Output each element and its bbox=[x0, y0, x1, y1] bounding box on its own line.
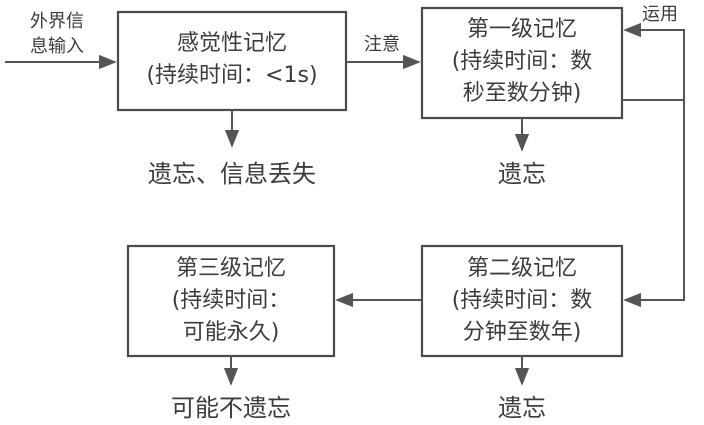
sensory-memory-title: 感觉性记忆 bbox=[177, 31, 287, 56]
third-level-memory-duration-1: (持续时间： bbox=[172, 288, 291, 313]
second-level-memory-node: 第二级记忆 (持续时间：数 分钟至数年) bbox=[420, 244, 624, 358]
third-outcome-label: 可能不遗忘 bbox=[171, 394, 291, 422]
input-label-line1: 外界信 bbox=[30, 11, 84, 32]
first-level-memory-node: 第一级记忆 (持续时间：数 秒至数分钟) bbox=[420, 6, 624, 120]
first-outcome-label: 遗忘 bbox=[498, 160, 546, 188]
rehearsal-label: 运用 bbox=[642, 4, 678, 25]
second-outcome-label: 遗忘 bbox=[498, 394, 546, 422]
third-level-memory-node: 第三级记忆 (持续时间： 可能永久) bbox=[126, 244, 336, 358]
second-level-memory-duration-1: (持续时间：数 bbox=[452, 288, 593, 313]
second-level-memory-title: 第二级记忆 bbox=[467, 256, 577, 281]
sensory-memory-duration: (持续时间：<1s) bbox=[146, 63, 317, 88]
second-level-memory-duration-2: 分钟至数年) bbox=[463, 320, 582, 345]
third-level-memory-duration-2: 可能永久) bbox=[183, 320, 280, 345]
first-level-memory-title: 第一级记忆 bbox=[467, 17, 577, 42]
first-level-memory-duration-2: 秒至数分钟) bbox=[463, 81, 582, 106]
sensory-outcome-label: 遗忘、信息丢失 bbox=[148, 160, 316, 188]
input-label-line2: 息输入 bbox=[30, 36, 84, 57]
first-level-memory-duration-1: (持续时间：数 bbox=[452, 49, 593, 74]
third-level-memory-title: 第三级记忆 bbox=[176, 256, 286, 281]
attention-label: 注意 bbox=[364, 34, 400, 55]
first-to-second-arrow bbox=[623, 100, 685, 308]
sensory-memory-node: 感觉性记忆 (持续时间：<1s) bbox=[116, 10, 348, 112]
rehearsal-loop-arrow bbox=[622, 22, 685, 101]
